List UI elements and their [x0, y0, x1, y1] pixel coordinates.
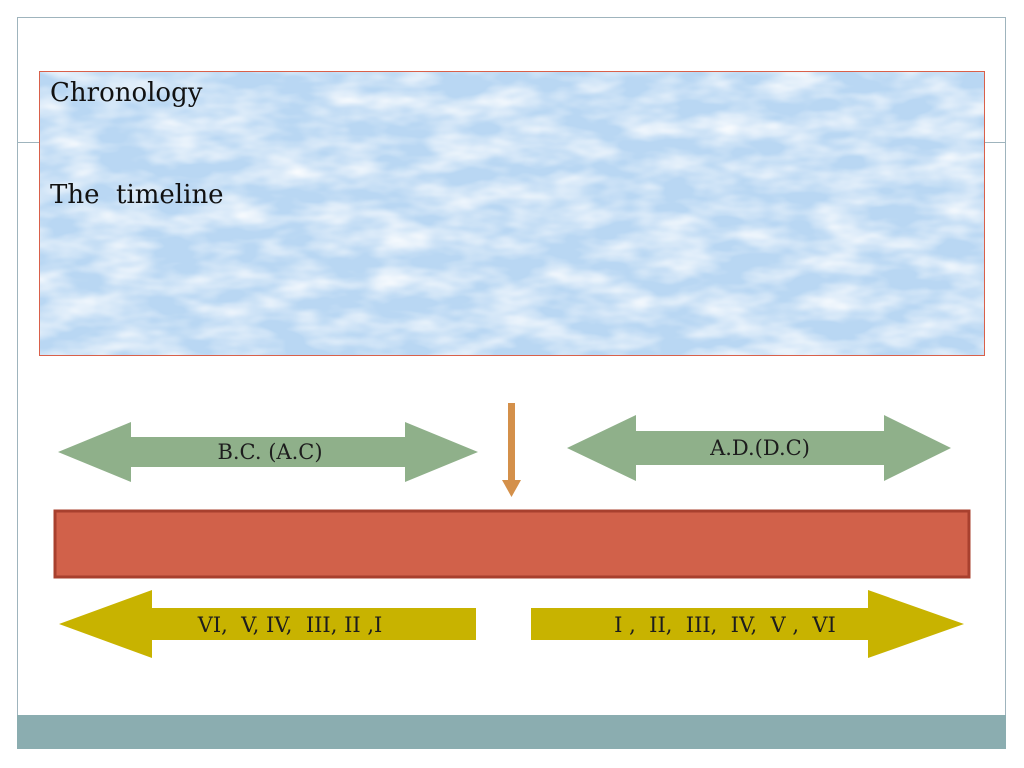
timeline-bar — [53, 509, 971, 579]
bc-double-arrow — [58, 422, 478, 482]
slide-title: Chronology — [50, 78, 203, 108]
footer-bar — [17, 715, 1006, 749]
right-yellow-arrow — [531, 590, 964, 658]
ad-label: A.D.(D.C) — [710, 436, 810, 460]
header-rule-left — [17, 142, 39, 143]
slide-subtitle: The timeline — [50, 180, 224, 210]
ad-double-arrow — [567, 415, 951, 481]
left-numerals-label: VI, V, IV, III, II ,I — [197, 613, 383, 637]
title-box: Chronology The timeline — [39, 71, 985, 356]
bc-label: B.C. (A.C) — [217, 440, 323, 464]
sky-texture-background — [40, 72, 984, 355]
left-yellow-arrow — [59, 590, 476, 658]
header-rule-right — [985, 142, 1006, 143]
right-numerals-label: I , II, III, IV, V , VI — [614, 613, 836, 637]
down-marker-arrow — [502, 403, 521, 497]
